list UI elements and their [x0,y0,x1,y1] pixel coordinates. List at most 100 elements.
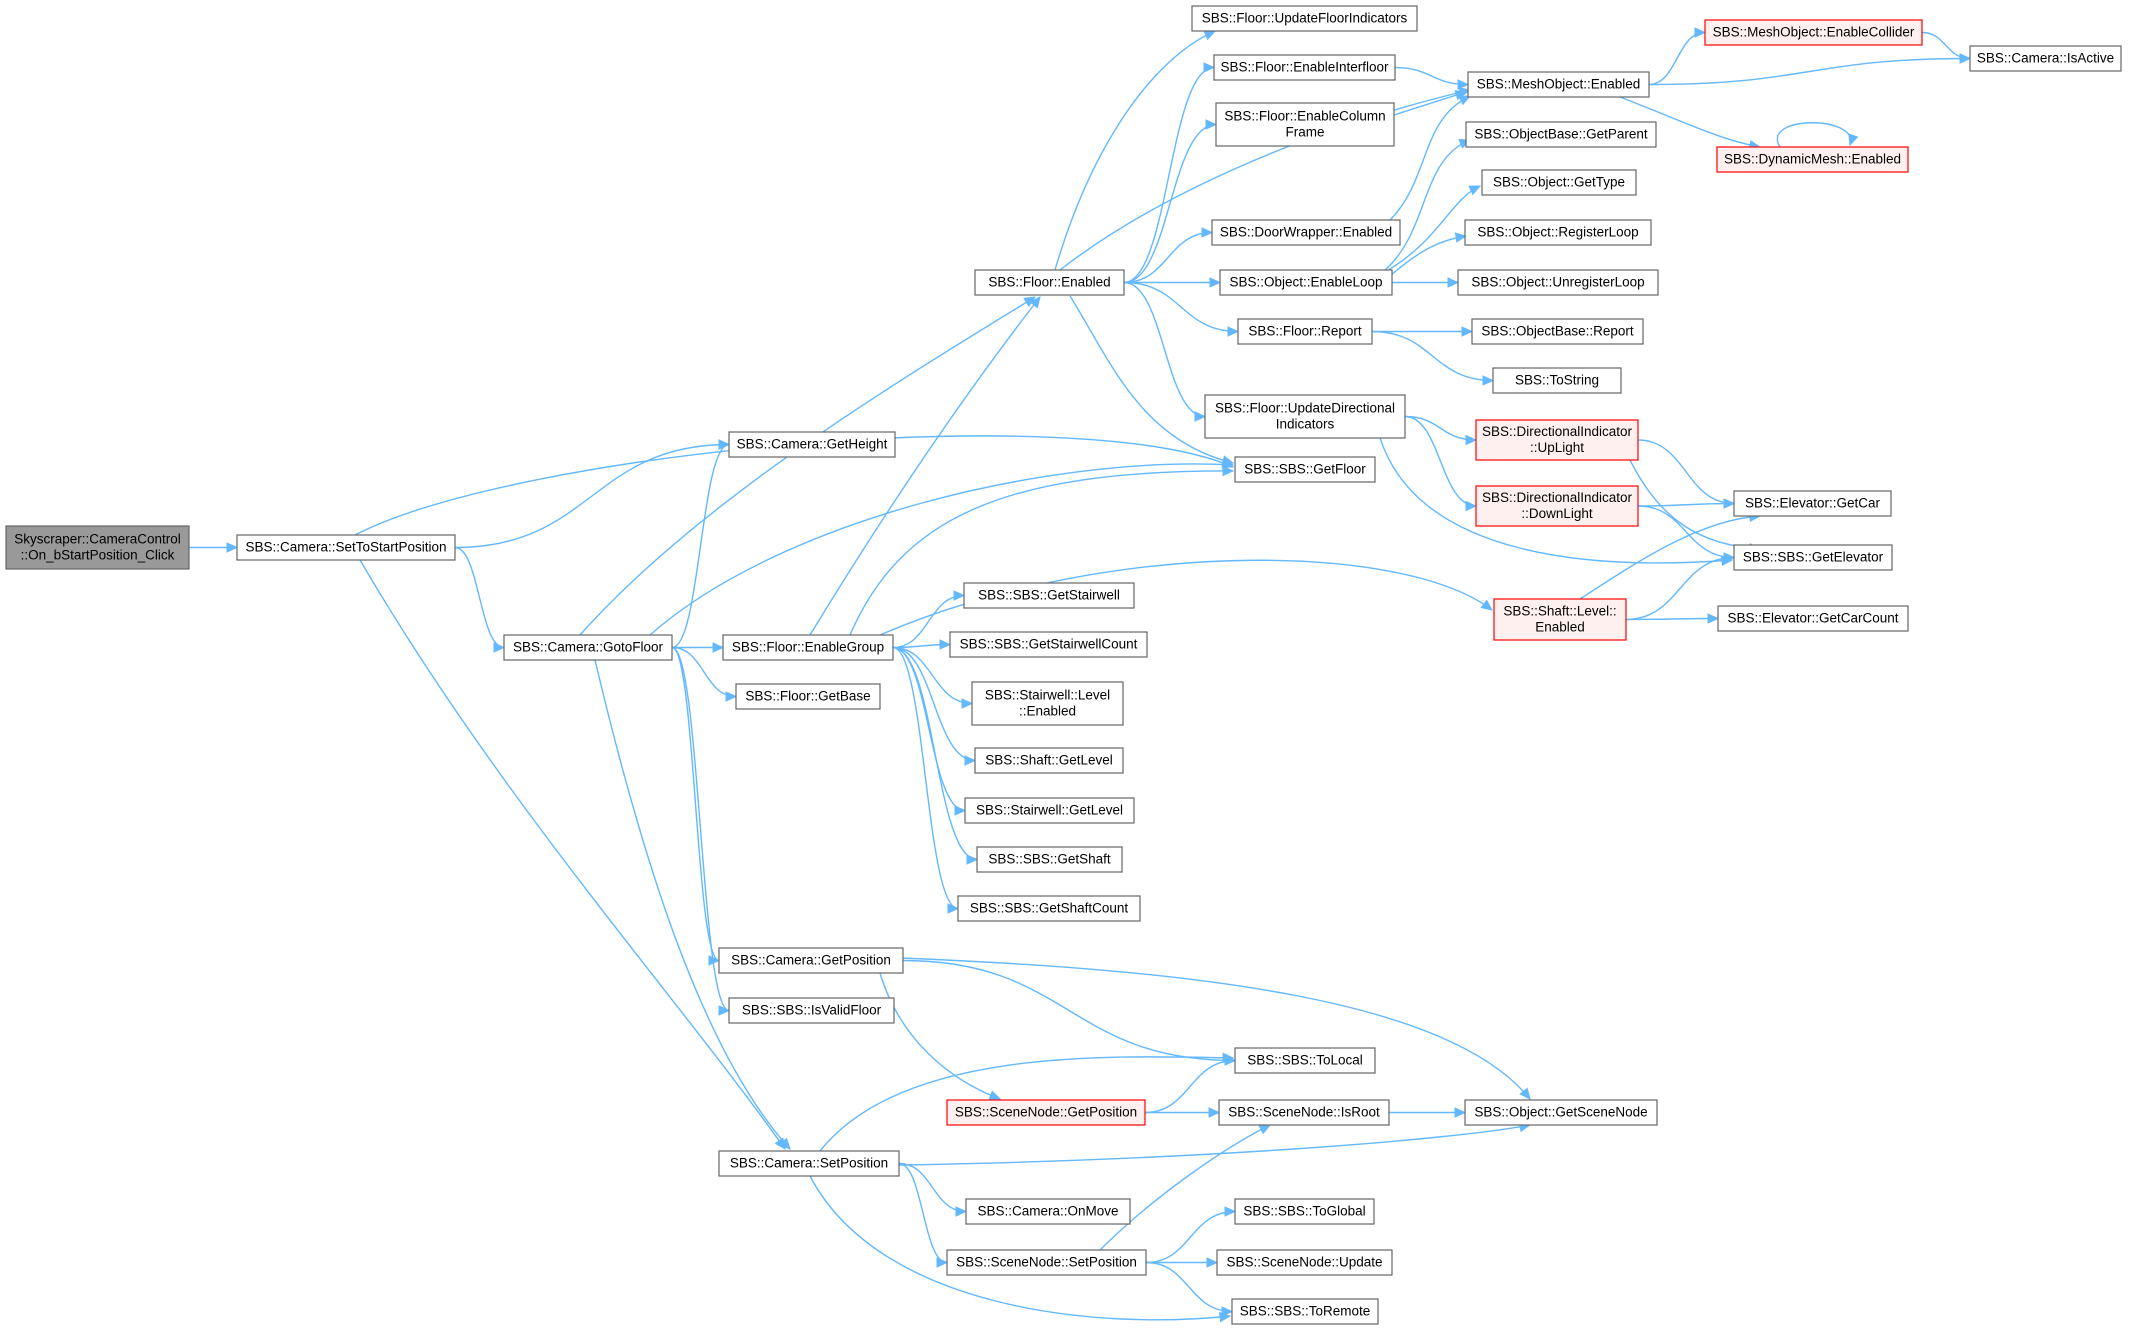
node-floorEnabled[interactable]: SBS::Floor::Enabled [974,269,1125,296]
edge-floorEnabled-to-enableInterfloor [1123,66,1215,284]
node-label-enableInterfloor: SBS::Floor::EnableInterfloor [1220,60,1389,75]
edge-floorEnabled-to-floorReport [1123,281,1239,333]
node-label-enableColumn-line-2: Frame [1285,125,1324,140]
edge-gotoFloor-to-getPosition [671,646,720,962]
node-getSceneNode[interactable]: SBS::Object::GetSceneNode [1464,1099,1658,1126]
node-getShaftCount[interactable]: SBS::SBS::GetShaftCount [957,895,1141,922]
node-enableGroup[interactable]: SBS::Floor::EnableGroup [722,634,894,661]
edge-shaftLevelEnabled-to-getCarCount [1625,617,1719,621]
edge-enableGroup-to-shaftGetLevel [892,646,976,762]
node-getType[interactable]: SBS::Object::GetType [1481,169,1637,196]
node-box-floorEnabled [974,269,1125,296]
node-box-getShaft [976,846,1123,873]
edge-enableGroup-to-floorEnabled [809,296,1041,636]
node-toString[interactable]: SBS::ToString [1492,367,1622,394]
node-toLocal[interactable]: SBS::SBS::ToLocal [1234,1047,1376,1074]
edge-floorEnabled-to-floorReport-arrowhead [1227,326,1240,337]
node-root[interactable]: Skyscraper::CameraControl::On_bStartPosi… [5,525,190,570]
edge-shaftLevelEnabled-to-getElevator [1625,556,1735,621]
node-box-getCar [1733,490,1892,517]
node-label-isValidFloor: SBS::SBS::IsValidFloor [742,1003,882,1018]
node-downLight[interactable]: SBS::DirectionalIndicator::DownLight [1475,485,1639,527]
node-getStairwellCount[interactable]: SBS::SBS::GetStairwellCount [949,631,1148,658]
node-setToStart[interactable]: SBS::Camera::SetToStartPosition [236,534,456,561]
edge-setPosition-to-toLocal-arrowhead [1222,1052,1235,1064]
node-sceneUpdate[interactable]: SBS::SceneNode::Update [1216,1249,1393,1276]
edge-enableLoop-to-getType [1384,185,1481,273]
node-shaftLevelEnabled[interactable]: SBS::Shaft::Level::Enabled [1493,598,1627,641]
node-label-toLocal: SBS::SBS::ToLocal [1247,1053,1363,1068]
node-label-shaftLevelEnabled-line-2: Enabled [1535,620,1585,635]
node-isRoot[interactable]: SBS::SceneNode::IsRoot [1218,1099,1390,1126]
node-onMove[interactable]: SBS::Camera::OnMove [965,1198,1131,1225]
node-isValidFloor[interactable]: SBS::SBS::IsValidFloor [728,997,895,1024]
node-floorReport[interactable]: SBS::Floor::Report [1237,318,1373,345]
edge-enableGroup-to-stairLevelEnabled-arrowhead [961,698,974,709]
node-unregisterLoop[interactable]: SBS::Object::UnregisterLoop [1457,269,1659,296]
node-getFloor[interactable]: SBS::SBS::GetFloor [1234,456,1376,483]
node-label-shaftLevelEnabled-line-1: SBS::Shaft::Level:: [1503,604,1616,619]
node-getCar[interactable]: SBS::Elevator::GetCar [1733,490,1892,517]
node-label-getPosition: SBS::Camera::GetPosition [731,953,891,968]
node-box-enableLoop [1219,269,1393,296]
edge-downLight-to-getElevator [1637,505,1735,559]
edge-gotoFloor-to-getBase-arrowhead [725,691,738,702]
node-stairGetLevel[interactable]: SBS::Stairwell::GetLevel [964,797,1135,824]
edge-gotoFloor-to-setPosition-arrowhead [779,1137,791,1150]
edge-shaftLevelEnabled-to-getElevator-arrowhead [1723,552,1736,563]
node-getBase[interactable]: SBS::Floor::GetBase [735,683,881,710]
node-upLight[interactable]: SBS::DirectionalIndicator::UpLight [1475,419,1639,461]
node-toRemote[interactable]: SBS::SBS::ToRemote [1231,1298,1379,1325]
node-box-meshEnabled [1467,71,1650,98]
node-shaftGetLevel[interactable]: SBS::Shaft::GetLevel [974,747,1124,774]
node-meshEnabled[interactable]: SBS::MeshObject::Enabled [1467,71,1650,98]
node-enableCollider[interactable]: SBS::MeshObject::EnableCollider [1704,19,1923,46]
node-isActive[interactable]: SBS::Camera::IsActive [1969,45,2122,72]
node-box-dynMeshEnabled [1716,146,1909,173]
edge-shaftLevelEnabled-to-getCar [1579,515,1761,600]
node-label-registerLoop: SBS::Object::RegisterLoop [1477,225,1638,240]
node-stairLevelEnabled[interactable]: SBS::Stairwell::Level::Enabled [971,681,1124,726]
node-objBaseReport[interactable]: SBS::ObjectBase::Report [1471,318,1644,345]
node-doorWrapper[interactable]: SBS::DoorWrapper::Enabled [1211,219,1401,246]
node-registerLoop[interactable]: SBS::Object::RegisterLoop [1464,219,1652,246]
node-box-enableInterfloor [1213,54,1396,81]
node-sceneSetPos[interactable]: SBS::SceneNode::SetPosition [946,1249,1147,1276]
edge-dynMeshEnabled-to-dynMeshEnabled-arrowhead [1848,133,1859,147]
node-box-getCarCount [1717,605,1909,632]
node-toGlobal[interactable]: SBS::SBS::ToGlobal [1234,1198,1375,1225]
node-label-sceneSetPos: SBS::SceneNode::SetPosition [956,1255,1137,1270]
node-getElevator[interactable]: SBS::SBS::GetElevator [1733,544,1893,571]
node-label-upLight-line-2: ::UpLight [1530,440,1584,455]
node-box-upLight [1475,419,1639,461]
node-sceneGetPos[interactable]: SBS::SceneNode::GetPosition [946,1099,1146,1126]
node-updateFloorInd[interactable]: SBS::Floor::UpdateFloorIndicators [1191,5,1418,32]
node-getShaft[interactable]: SBS::SBS::GetShaft [976,846,1123,873]
node-dynMeshEnabled[interactable]: SBS::DynamicMesh::Enabled [1716,146,1909,173]
node-enableLoop[interactable]: SBS::Object::EnableLoop [1219,269,1393,296]
node-box-registerLoop [1464,219,1652,246]
edge-sceneSetPos-to-toRemote [1145,1261,1233,1313]
edge-updateDirInd-to-downLight-arrowhead [1465,500,1478,512]
node-label-getStairwell: SBS::SBS::GetStairwell [978,588,1120,603]
node-gotoFloor[interactable]: SBS::Camera::GotoFloor [503,634,673,661]
node-getPosition[interactable]: SBS::Camera::GetPosition [718,947,904,974]
edge-floorEnabled-to-doorWrapper-arrowhead [1201,227,1214,238]
node-getCarCount[interactable]: SBS::Elevator::GetCarCount [1717,605,1909,632]
node-getStairwell[interactable]: SBS::SBS::GetStairwell [963,582,1135,609]
node-box-stairLevelEnabled [971,681,1124,726]
node-getHeight[interactable]: SBS::Camera::GetHeight [728,431,896,458]
node-enableInterfloor[interactable]: SBS::Floor::EnableInterfloor [1213,54,1396,81]
node-label-getStairwellCount: SBS::SBS::GetStairwellCount [960,637,1138,652]
edge-gotoFloor-to-getHeight [671,443,730,649]
node-box-isRoot [1218,1099,1390,1126]
edge-enableGroup-to-stairLevelEnabled [892,646,973,705]
node-box-updateFloorInd [1191,5,1418,32]
edge-setPosition-to-sceneSetPos-arrowhead [936,1257,949,1268]
node-box-getElevator [1733,544,1893,571]
node-getParent[interactable]: SBS::ObjectBase::GetParent [1465,121,1657,148]
node-setPosition[interactable]: SBS::Camera::SetPosition [718,1150,900,1177]
edge-floorEnabled-to-getFloor [1069,295,1234,464]
